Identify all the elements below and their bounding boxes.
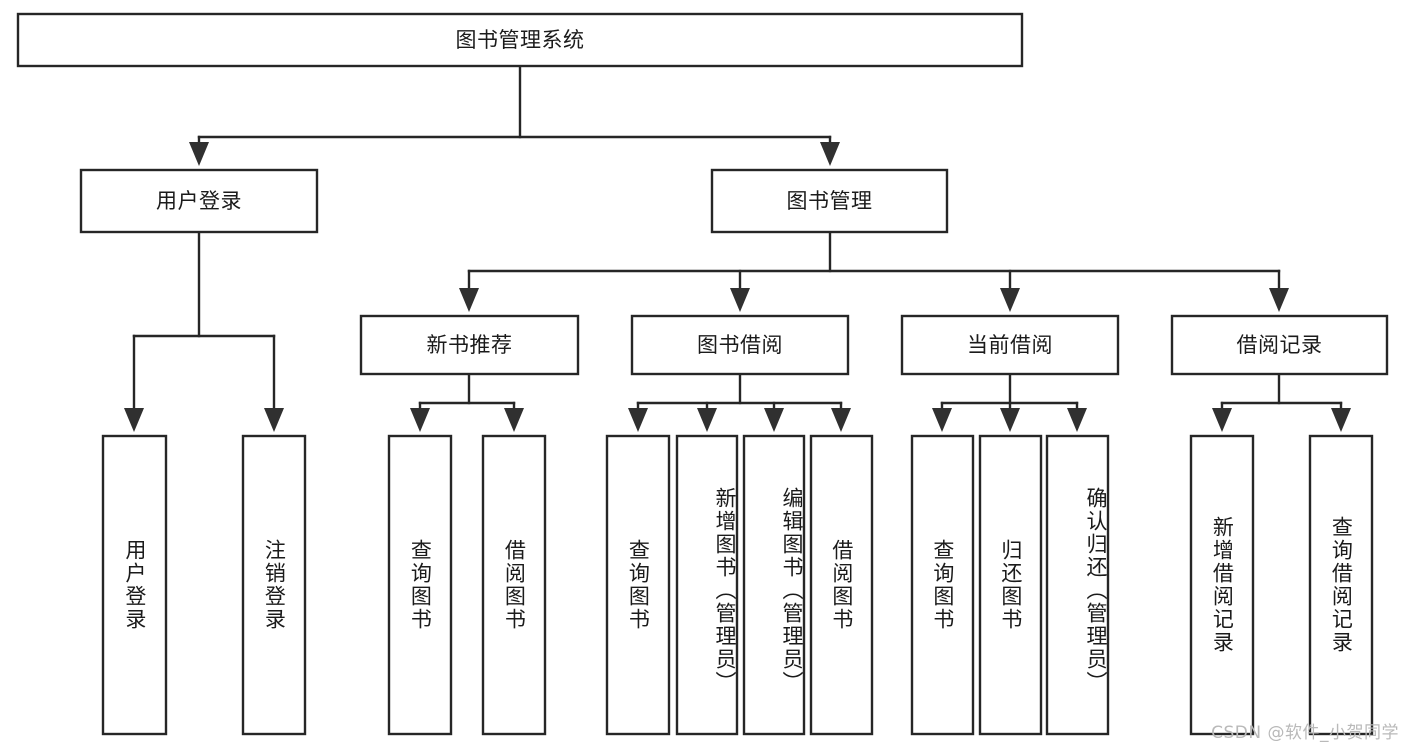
node-box-leaf-edit-book[interactable]: [742, 434, 806, 736]
node-box-leaf-borrow-book-2[interactable]: [809, 434, 874, 736]
connector-book-borrow-to-leaves: [628, 372, 851, 432]
node-box-user-login[interactable]: [79, 168, 319, 234]
node-box-leaf-user-login[interactable]: [101, 434, 168, 736]
arrow-leaf-query-book-1: [410, 408, 430, 432]
connector-root-to-level2: [189, 64, 840, 166]
arrow-leaf-edit-book: [764, 408, 784, 432]
connector-new-book-rec-to-leaves: [410, 372, 524, 432]
node-box-leaf-query-book-2[interactable]: [605, 434, 671, 736]
arrow-user-login: [189, 142, 209, 166]
arrow-leaf-query-book-2: [628, 408, 648, 432]
connector-user-login-to-leaves: [124, 230, 284, 432]
arrow-leaf-add-record: [1212, 408, 1232, 432]
arrow-borrow-record: [1269, 288, 1289, 312]
arrow-book-manage: [820, 142, 840, 166]
node-box-book-borrow[interactable]: [630, 314, 850, 376]
node-box-book-manage[interactable]: [710, 168, 949, 234]
arrow-leaf-query-book-3: [932, 408, 952, 432]
arrow-leaf-confirm-return: [1067, 408, 1087, 432]
node-box-leaf-add-book[interactable]: [675, 434, 739, 736]
node-box-leaf-query-book-3[interactable]: [910, 434, 975, 736]
node-box-new-book-rec[interactable]: [359, 314, 580, 376]
node-box-root[interactable]: [16, 12, 1024, 68]
arrow-leaf-borrow-book-2: [831, 408, 851, 432]
csdn-watermark: CSDN @软件_小贺同学: [1211, 723, 1399, 743]
arrow-new-book-rec: [459, 288, 479, 312]
connector-book-manage-to-level3: [459, 230, 1289, 312]
node-box-current-borrow[interactable]: [900, 314, 1120, 376]
node-box-leaf-query-record[interactable]: [1308, 434, 1374, 736]
node-box-leaf-return-book[interactable]: [978, 434, 1043, 736]
arrow-leaf-borrow-book-1: [504, 408, 524, 432]
node-box-leaf-confirm-return[interactable]: [1045, 434, 1110, 736]
connector-borrow-record-to-leaves: [1212, 372, 1351, 432]
arrow-leaf-user-login: [124, 408, 144, 432]
node-box-leaf-query-book-1[interactable]: [387, 434, 453, 736]
arrow-current-borrow: [1000, 288, 1020, 312]
arrow-book-borrow: [730, 288, 750, 312]
node-box-leaf-borrow-book-1[interactable]: [481, 434, 547, 736]
node-box-leaf-add-record[interactable]: [1189, 434, 1255, 736]
arrow-leaf-add-book: [697, 408, 717, 432]
arrow-leaf-query-record: [1331, 408, 1351, 432]
arrow-leaf-return-book: [1000, 408, 1020, 432]
node-box-leaf-logout[interactable]: [241, 434, 307, 736]
arrow-leaf-logout: [264, 408, 284, 432]
connector-current-borrow-to-leaves: [932, 372, 1087, 432]
node-box-borrow-record[interactable]: [1170, 314, 1389, 376]
